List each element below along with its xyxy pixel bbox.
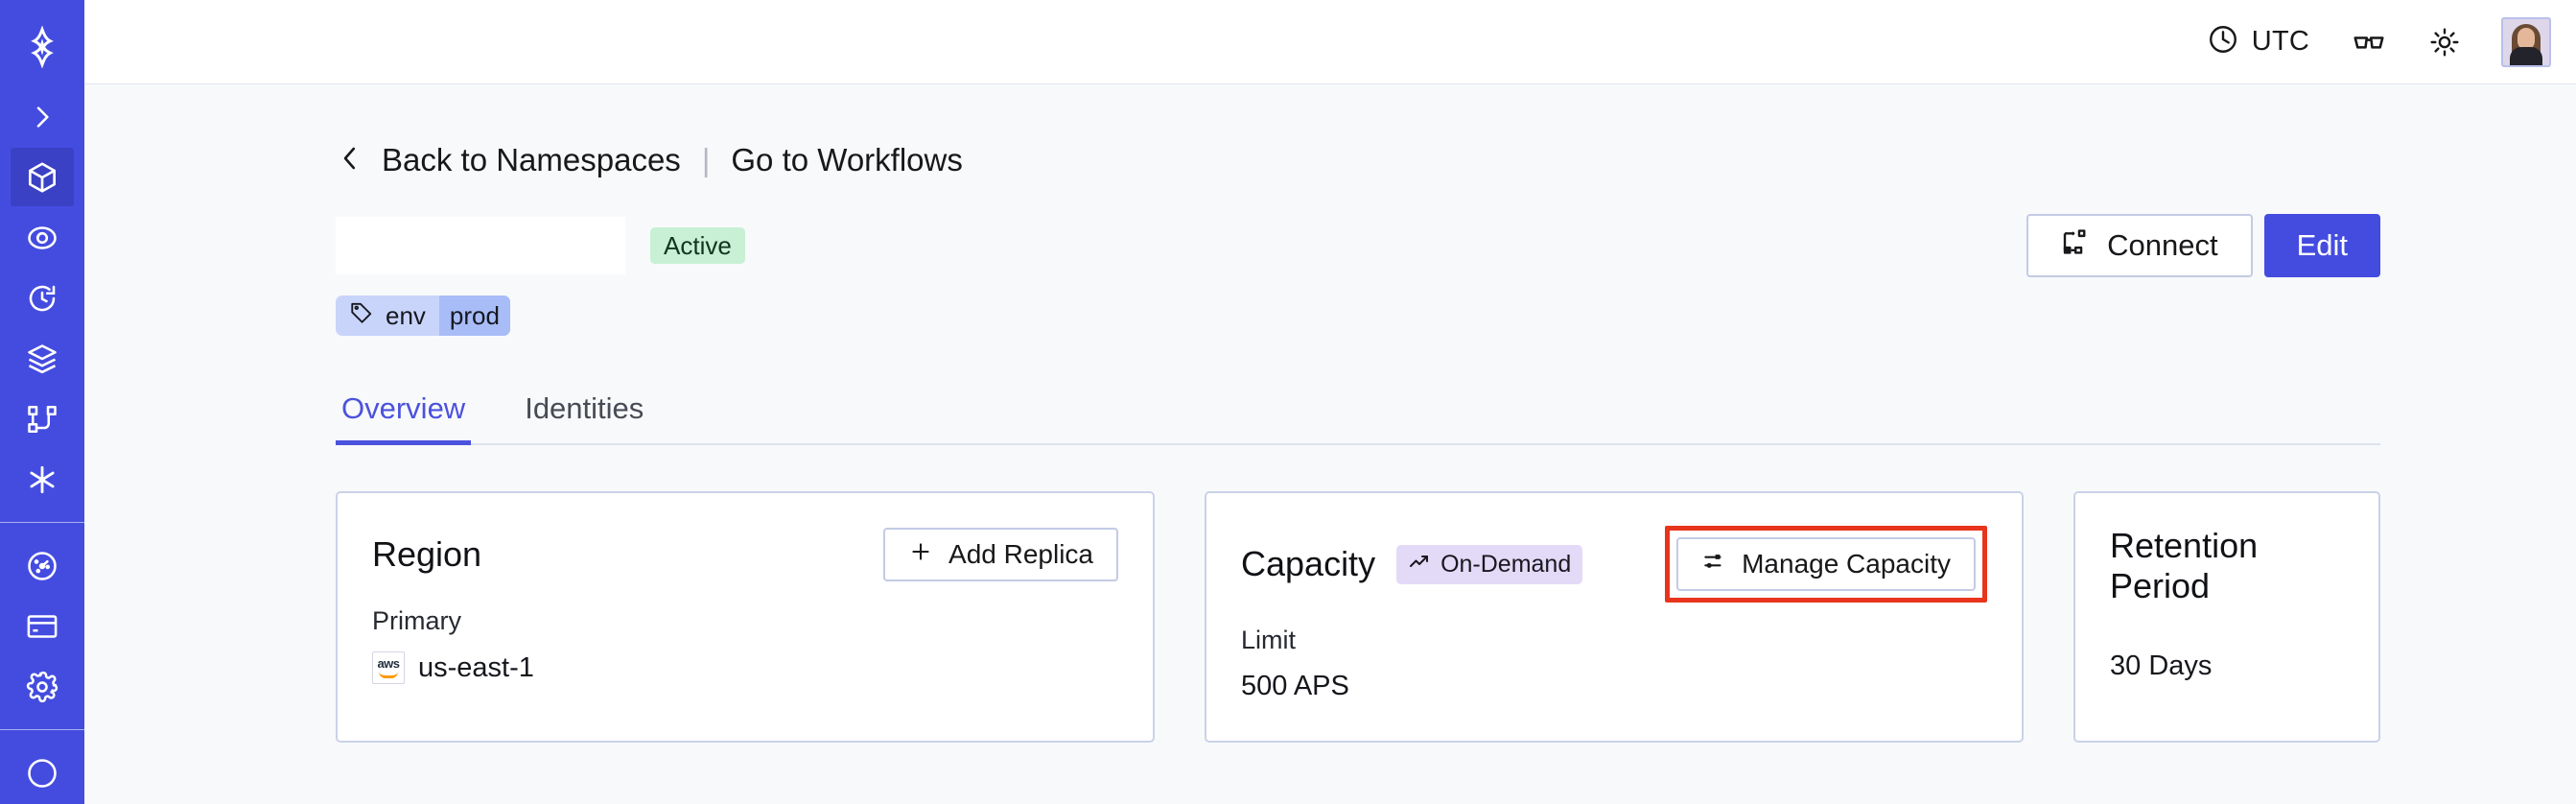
capacity-card-title: Capacity [1241,544,1376,583]
page-title [336,217,625,274]
sidebar-item-nexus[interactable] [11,450,74,508]
on-demand-badge-label: On-Demand [1440,550,1572,578]
sidebar-item-billing[interactable] [11,597,74,655]
connect-button-label: Connect [2107,228,2218,262]
connect-button[interactable]: Connect [2026,214,2253,277]
chevron-left-icon[interactable] [336,144,364,177]
edit-button-label: Edit [2296,228,2348,262]
sidebar-item-workflows[interactable] [11,390,74,448]
region-card-title: Region [372,534,482,574]
manage-capacity-button[interactable]: Manage Capacity [1676,537,1976,591]
timezone-label: UTC [2251,26,2309,57]
retention-card-title: Retention Period [2110,526,2259,605]
top-bar: UTC [84,0,2576,84]
breadcrumb-separator: | [701,142,711,177]
region-value-row: aws us-east-1 [372,651,1118,684]
manage-capacity-label: Manage Capacity [1742,549,1951,579]
add-replica-button[interactable]: Add Replica [883,528,1118,581]
namespace-header-row: Active [336,214,2380,277]
back-to-namespaces-link[interactable]: Back to Namespaces [382,142,681,177]
trending-up-icon [1408,551,1431,579]
aws-logo-smile [379,672,398,678]
header-actions: Connect Edit [2026,214,2380,277]
region-card: Region Add Replica Primary aws [336,491,1155,743]
chevron-right-icon[interactable] [11,87,74,146]
sidebar-item-usage[interactable] [11,536,74,595]
capacity-limit-value: 500 APS [1241,671,1349,701]
region-card-header: Region Add Replica [372,526,1118,583]
go-to-workflows-link[interactable]: Go to Workflows [731,142,963,177]
sidebar-item-history[interactable] [11,269,74,327]
main-content: Back to Namespaces | Go to Workflows Act… [84,84,2576,804]
capacity-card-header: Capacity On-Demand [1241,526,1987,603]
sidebar-item-help[interactable] [11,744,74,802]
tag-icon [349,300,374,332]
plus-icon [908,539,933,571]
sidebar-item-namespaces[interactable] [11,148,74,207]
retention-value: 30 Days [2110,650,2213,681]
timezone-selector[interactable]: UTC [2207,23,2309,60]
region-primary-label: Primary [372,606,461,635]
sidebar-divider-1 [0,522,84,524]
temporal-logo-icon[interactable] [11,6,74,87]
sliders-icon [1701,549,1726,580]
tag-chip[interactable]: env prod [336,296,510,336]
sidebar [0,0,84,804]
clock-icon [2207,23,2239,60]
add-replica-label: Add Replica [948,539,1093,569]
retention-card-header: Retention Period [2110,526,2344,606]
edit-button[interactable]: Edit [2263,214,2380,277]
manage-capacity-highlight: Manage Capacity [1665,526,1987,603]
capacity-limit-label: Limit [1241,626,1297,654]
tag-key: env [386,300,426,330]
breadcrumb: Back to Namespaces | Go to Workflows [336,84,2380,178]
namespace-tags: env prod [336,296,2380,336]
tab-overview[interactable]: Overview [336,391,472,445]
avatar-body [2510,46,2542,65]
tag-value: prod [438,296,510,336]
retention-card: Retention Period 30 Days [2073,491,2380,743]
status-badge: Active [650,227,745,264]
on-demand-badge: On-Demand [1396,544,1583,584]
sidebar-item-layers[interactable] [11,329,74,388]
user-avatar[interactable] [2501,16,2551,67]
connect-flow-icon [2061,226,2092,265]
tab-identities[interactable]: Identities [525,391,644,425]
sidebar-divider-2 [0,729,84,731]
tab-bar: Overview Identities [336,391,2380,445]
capacity-card: Capacity On-Demand [1205,491,2024,743]
aws-logo-text: aws [377,656,400,671]
sun-icon[interactable] [2428,26,2461,59]
sidebar-item-observability[interactable] [11,208,74,267]
overview-cards: Region Add Replica Primary aws [336,491,2380,743]
region-value: us-east-1 [418,651,534,683]
sidebar-item-settings[interactable] [11,657,74,716]
content-area: UTC [84,0,2576,804]
aws-logo-icon: aws [372,651,405,684]
avatar-face [2517,27,2535,50]
glasses-icon[interactable] [2352,25,2386,59]
